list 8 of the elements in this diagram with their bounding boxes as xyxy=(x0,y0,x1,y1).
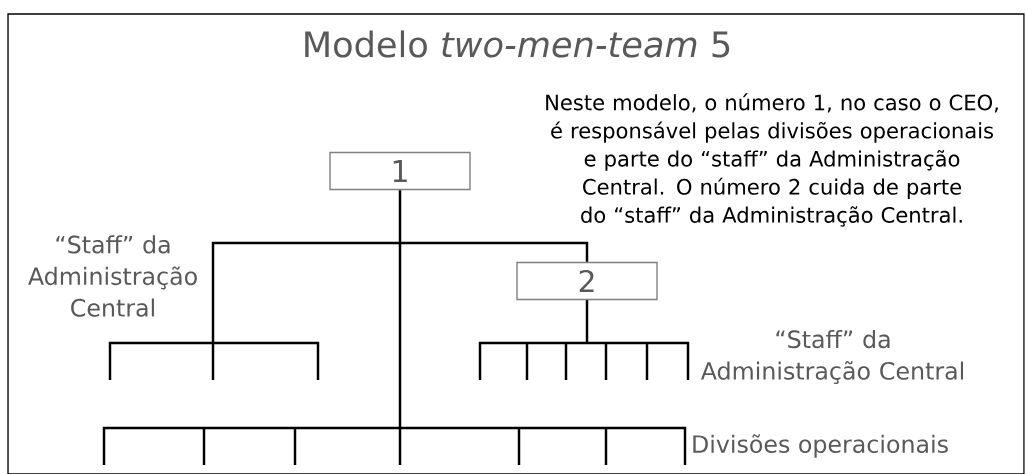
staff-label: “Staff” da Administração Central xyxy=(28,235,197,317)
connector xyxy=(398,190,589,262)
position-box: 1 xyxy=(329,151,471,191)
division-label: Divisões operacionais xyxy=(693,434,948,458)
title: Modelo two-men-team 5 xyxy=(305,30,730,58)
staff-label: “Staff” da Administração Central xyxy=(700,329,964,385)
position-box: 2 xyxy=(516,261,658,301)
note-text: Neste modelo, o número 1, no caso o CEO, é responsável pelas divisões operacionais e parte do “staff” da Administração Central. O número 2 cuida de parte do “staff” da Administração Central. xyxy=(546,93,998,227)
